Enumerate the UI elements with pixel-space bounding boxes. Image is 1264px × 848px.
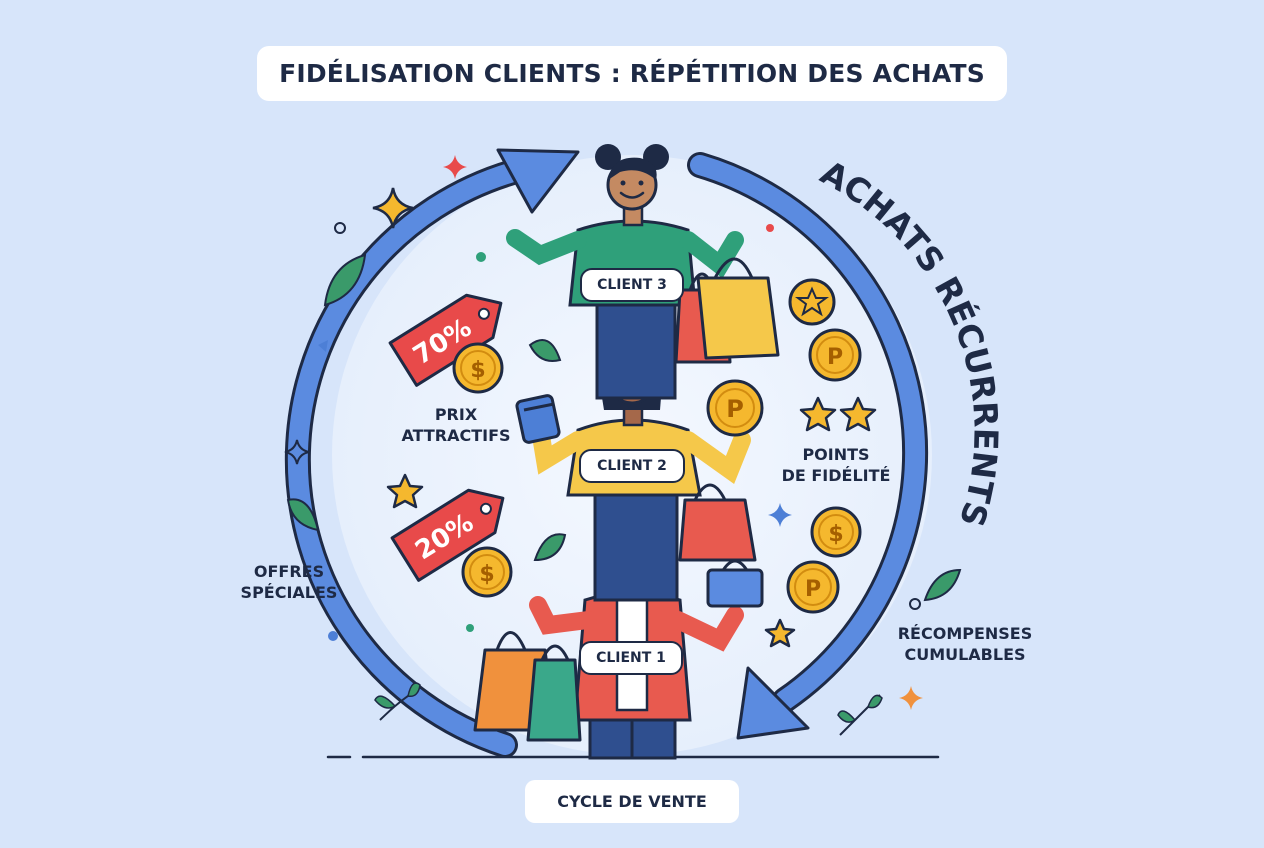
star-icon (839, 396, 877, 432)
card-icon (515, 394, 561, 444)
plant-sprig-icon (374, 682, 421, 721)
sparkle-icon (372, 187, 414, 229)
svg-text:P: P (726, 395, 744, 423)
client-2-label: CLIENT 2 (579, 449, 685, 483)
star-coin-icon (788, 278, 836, 326)
star-icon (799, 396, 837, 432)
decoration-dots (318, 222, 921, 641)
points-coin-icon: P (808, 328, 862, 382)
leaf-icon (533, 533, 567, 562)
sparkle-icon (284, 439, 310, 465)
svg-text:$: $ (479, 562, 494, 587)
dollar-coin-icon: $ (452, 342, 504, 394)
cycle-de-vente-label: CYCLE DE VENTE (525, 780, 739, 823)
shopping-basket-blue-icon (706, 559, 764, 608)
svg-text:$: $ (828, 522, 843, 547)
points-coin-icon: P (706, 379, 764, 437)
dollar-coin-icon: $ (461, 546, 513, 598)
dollar-coin-icon: $ (810, 506, 862, 558)
leaf-icon (528, 339, 562, 362)
prix-attractifs-label: PRIX ATTRACTIFS (401, 405, 511, 445)
star-icon (764, 618, 796, 648)
sparkle-icon (899, 686, 923, 710)
shopping-bags-orange-icon (473, 631, 582, 742)
svg-text:P: P (827, 345, 843, 370)
svg-text:P: P (805, 577, 821, 602)
right-cycle-arrow (687, 152, 929, 740)
client-3-label: CLIENT 3 (580, 268, 684, 302)
left-cycle-arrow (284, 148, 580, 758)
recompenses-cumulables-label: RÉCOMPENSES CUMULABLES (897, 624, 1033, 664)
offres-speciales-label: OFFRES SPÉCIALES (240, 562, 338, 602)
points-coin-icon: P (786, 560, 840, 614)
shopping-bag-red-icon (678, 483, 757, 562)
leaf-icon (286, 498, 320, 532)
points-de-fidelite-label: POINTS DE FIDÉLITÉ (781, 445, 891, 485)
sparkle-icon (768, 503, 792, 527)
svg-text:$: $ (470, 358, 485, 383)
leaf-icon (923, 568, 962, 602)
leaf-icon (323, 253, 367, 307)
star-icon (386, 473, 424, 509)
shopping-bags-yellow-icon (674, 257, 780, 364)
page-title: FIDÉLISATION CLIENTS : RÉPÉTITION DES AC… (257, 46, 1007, 101)
plant-sprig-icon (837, 694, 883, 736)
client-1-label: CLIENT 1 (579, 641, 683, 675)
sparkle-icon (443, 155, 467, 179)
